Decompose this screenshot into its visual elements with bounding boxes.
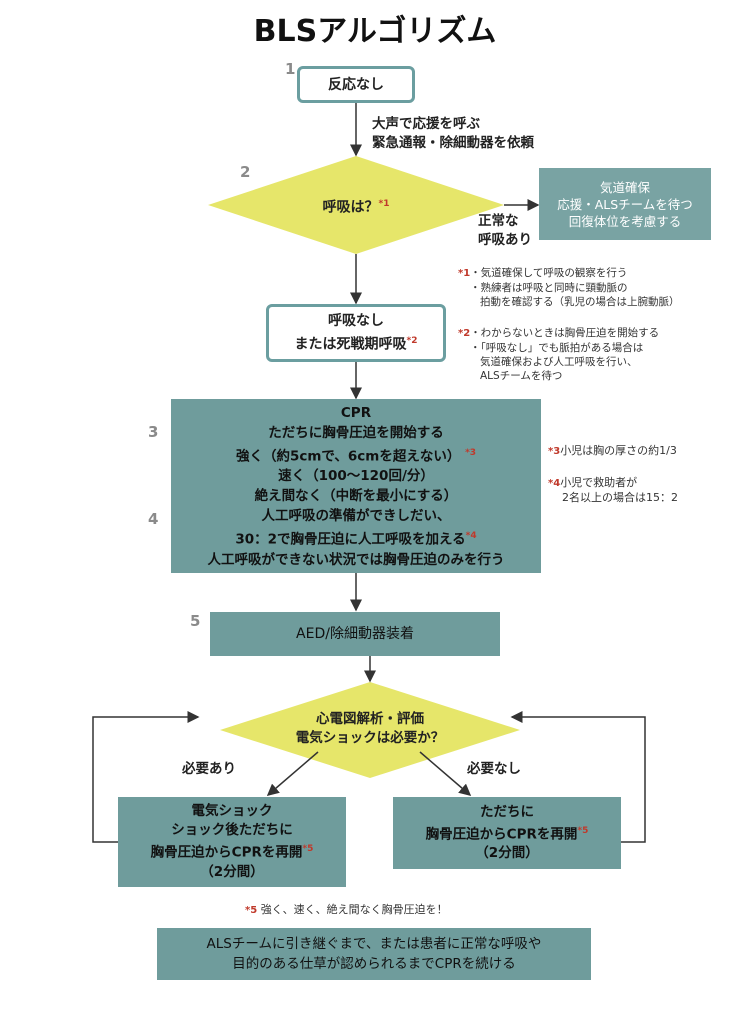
step-number-1: 1 bbox=[285, 60, 296, 78]
final-box: ALSチームに引き継ぐまで、または患者に正常な呼吸や 目的のある仕草が認められる… bbox=[157, 928, 591, 980]
step-number-3: 3 bbox=[148, 423, 159, 441]
note-2-line-a: ・わからないときは胸骨圧迫を開始する bbox=[470, 327, 660, 339]
cpr-line-3: 強く（約5cmで、6cmを超えない） bbox=[235, 448, 461, 464]
aed-label: AED/除細動器装着 bbox=[296, 626, 414, 642]
cpr-line-1: CPR bbox=[340, 404, 372, 421]
mark-2: *2 bbox=[406, 336, 418, 347]
final-line-1: ALSチームに引き継ぐまで、または患者に正常な呼吸や bbox=[206, 936, 542, 952]
not-needed-label: 必要なし bbox=[467, 761, 521, 777]
note-3: *3小児は胸の厚さの約1/3 bbox=[548, 444, 748, 459]
note-5: *5 強く、速く、絶え間なく胸骨圧迫を！ bbox=[245, 903, 448, 918]
no-breathing-line-2: または死戦期呼吸 bbox=[294, 336, 407, 353]
resume-box: ただちに 胸骨圧迫からCPRを再開*5 （2分間） bbox=[393, 797, 621, 869]
cpr-line-6: 人工呼吸の準備ができしだい、 bbox=[261, 508, 451, 524]
airway-box: 気道確保 応援・ALSチームを待つ 回復体位を考慮する bbox=[539, 168, 711, 240]
cpr-line-7: 30：2で胸骨圧迫に人工呼吸を加える bbox=[235, 531, 466, 548]
call-help-label: 大声で応援を呼ぶ 緊急通報・除細動器を依頼 bbox=[372, 115, 534, 153]
final-line-2: 目的のある仕草が認められるまでCPRを続ける bbox=[232, 956, 516, 972]
arrow-to-shock bbox=[266, 751, 319, 796]
note-1: *1・気道確保して呼吸の観察を行う ・熟練者は呼吸と同時に頸動脈の 拍動を確認す… bbox=[458, 266, 748, 309]
note-4-line-b: 2名以上の場合は15：2 bbox=[562, 491, 678, 504]
note-4: *4小児で救助者が 2名以上の場合は15：2 bbox=[548, 476, 748, 505]
note-mark-3: *3 bbox=[548, 446, 561, 457]
note-mark-4: *4 bbox=[548, 478, 561, 489]
cpr-box: CPR ただちに胸骨圧迫を開始する 強く（約5cmで、6cmを超えない） *3 … bbox=[171, 399, 541, 573]
note-5-text: 強く、速く、絶え間なく胸骨圧迫を！ bbox=[260, 903, 448, 916]
resume-line-3: （2分間） bbox=[475, 845, 539, 862]
shock-line-1: 電気ショック bbox=[191, 803, 273, 820]
note-1-line-c: 拍動を確認する（乳児の場合は上腕動脈） bbox=[480, 296, 680, 308]
no-breathing-line-1: 呼吸なし bbox=[328, 313, 384, 330]
mark-3: *3 bbox=[465, 447, 477, 458]
shock-line-4: （2分間） bbox=[200, 863, 264, 880]
shock-box: 電気ショック ショック後ただちに 胸骨圧迫からCPRを再開*5 （2分間） bbox=[118, 797, 346, 887]
page-title: BLSアルゴリズム bbox=[253, 14, 497, 49]
no-response-label: 反応なし bbox=[328, 76, 384, 93]
normal-breathing-label: 正常な 呼吸あり bbox=[478, 212, 532, 250]
loop-left bbox=[92, 711, 200, 843]
mark-5a: *5 bbox=[302, 844, 314, 855]
breathing-question-label: 呼吸は？ bbox=[322, 199, 379, 216]
call-help-line-2: 緊急通報・除細動器を依頼 bbox=[372, 135, 534, 151]
note-mark-2: *2 bbox=[458, 328, 471, 339]
note-3-text: 小児は胸の厚さの約1/3 bbox=[560, 444, 677, 457]
ecg-question: 心電図解析・評価 電気ショックは必要か？ bbox=[220, 710, 520, 748]
airway-line-3: 回復体位を考慮する bbox=[568, 213, 682, 229]
no-breathing-box: 呼吸なし または死戦期呼吸*2 bbox=[266, 304, 446, 362]
cpr-line-5: 絶え間なく（中断を最小にする） bbox=[254, 488, 458, 504]
airway-line-2: 応援・ALSチームを待つ bbox=[557, 196, 693, 212]
note-4-line-a: 小児で救助者が bbox=[560, 476, 638, 489]
step-number-5: 5 bbox=[190, 612, 201, 630]
mark-1: *1 bbox=[378, 199, 390, 209]
ecg-line-1: 心電図解析・評価 bbox=[316, 711, 424, 727]
note-mark-5: *5 bbox=[245, 905, 258, 916]
loop-right bbox=[510, 711, 646, 843]
note-2: *2・わからないときは胸骨圧迫を開始する ・「呼吸なし」でも脈拍がある場合は 気… bbox=[458, 326, 748, 383]
cpr-line-2: ただちに胸骨圧迫を開始する bbox=[268, 424, 444, 441]
needed-label: 必要あり bbox=[182, 761, 236, 777]
note-2-line-c: 気道確保および人工呼吸を行い、 bbox=[480, 356, 638, 368]
breathing-diamond bbox=[208, 156, 504, 254]
note-2-line-b: ・「呼吸なし」でも脈拍がある場合は bbox=[470, 342, 644, 354]
mark-4: *4 bbox=[465, 531, 477, 541]
normal-breathing-line-1: 正常な bbox=[478, 213, 519, 229]
note-mark-1: *1 bbox=[458, 268, 471, 279]
normal-breathing-line-2: 呼吸あり bbox=[478, 232, 532, 248]
aed-box: AED/除細動器装着 bbox=[210, 612, 500, 656]
airway-line-1: 気道確保 bbox=[599, 179, 650, 195]
step-number-4: 4 bbox=[148, 510, 159, 528]
cpr-line-4: 速く（100～120回/分） bbox=[278, 468, 434, 484]
arrow-to-resume bbox=[419, 751, 472, 796]
note-1-line-a: ・気道確保して呼吸の観察を行う bbox=[470, 267, 628, 279]
breathing-question: 呼吸は？*1 bbox=[208, 195, 504, 218]
ecg-diamond bbox=[220, 682, 520, 778]
note-2-line-d: ALSチームを待つ bbox=[480, 370, 563, 382]
no-response-box: 反応なし bbox=[297, 66, 415, 103]
cpr-line-8: 人工呼吸ができない状況では胸骨圧迫のみを行う bbox=[207, 551, 505, 568]
resume-line-2: 胸骨圧迫からCPRを再開 bbox=[425, 826, 578, 843]
step-number-2: 2 bbox=[240, 163, 251, 181]
note-1-line-b: ・熟練者は呼吸と同時に頸動脈の bbox=[470, 282, 628, 294]
mark-5b: *5 bbox=[577, 825, 589, 836]
shock-line-3: 胸骨圧迫からCPRを再開 bbox=[150, 844, 303, 861]
ecg-line-2: 電気ショックは必要か？ bbox=[295, 730, 445, 746]
resume-line-1: ただちに bbox=[480, 803, 534, 820]
shock-line-2: ショック後ただちに bbox=[171, 822, 293, 839]
call-help-line-1: 大声で応援を呼ぶ bbox=[372, 116, 480, 132]
